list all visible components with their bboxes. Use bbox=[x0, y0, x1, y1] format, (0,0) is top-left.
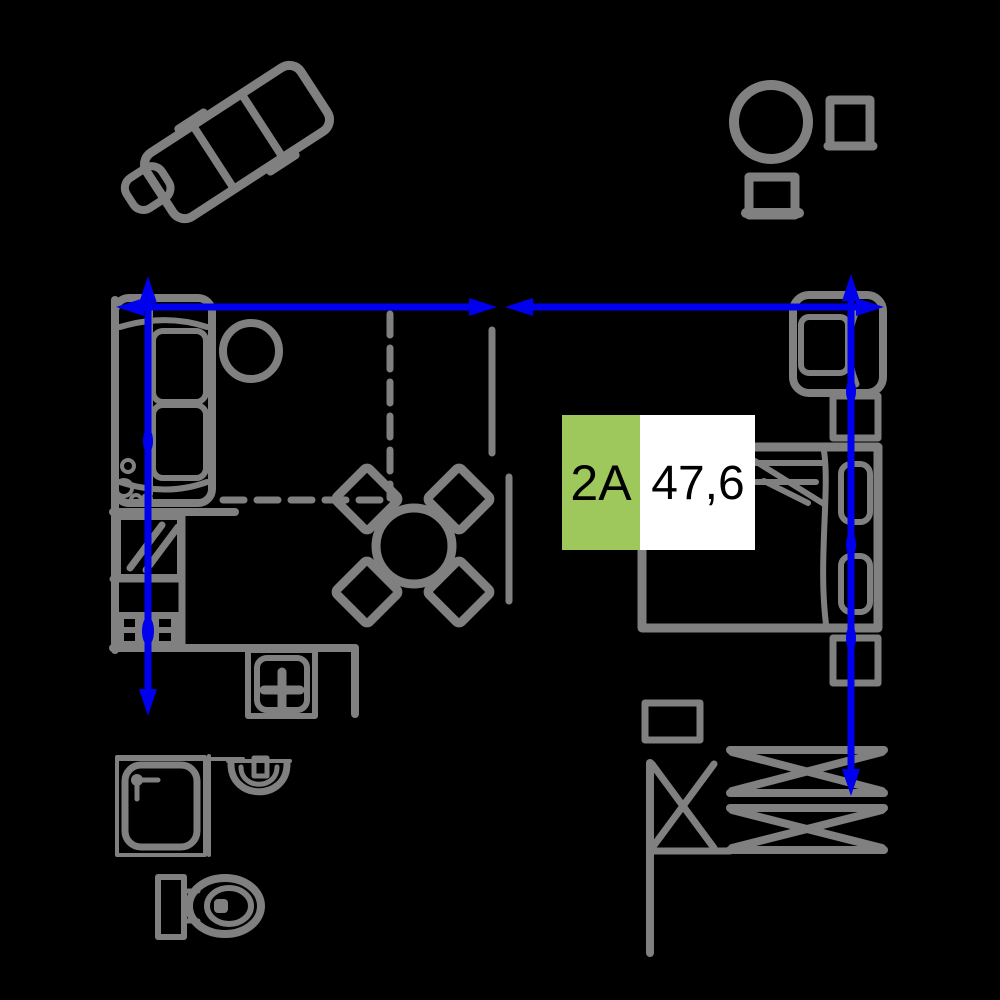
nightstand-symbol bbox=[829, 634, 882, 687]
washbasin-symbol bbox=[226, 755, 292, 796]
side-table-set-symbol bbox=[729, 80, 878, 220]
unit-label[interactable]: 2A 47,6 bbox=[562, 415, 755, 550]
arrow-left-icon bbox=[505, 298, 533, 316]
door-swing-symbol bbox=[646, 759, 734, 957]
room-divider-dashed bbox=[219, 310, 399, 504]
arrow-left-icon bbox=[116, 298, 144, 316]
arrow-up-icon bbox=[139, 276, 157, 303]
unit-area-badge bbox=[640, 415, 755, 550]
kitchen-sink-symbol bbox=[245, 647, 318, 719]
unit-code-text: 2A bbox=[570, 455, 632, 511]
unit-area-text: 47,6 bbox=[651, 457, 744, 510]
nightstand-symbol bbox=[829, 392, 882, 442]
dimension-lines bbox=[116, 274, 884, 796]
arrow-right-icon bbox=[856, 298, 884, 316]
arrow-down-icon bbox=[842, 769, 860, 796]
shower-symbol bbox=[115, 754, 245, 857]
coffee-table-symbol bbox=[219, 319, 283, 383]
toilet-symbol bbox=[155, 874, 265, 940]
unit-code-badge bbox=[562, 415, 640, 550]
dining-set-symbol bbox=[331, 463, 495, 628]
arrow-down-icon bbox=[139, 689, 157, 716]
stool-symbol bbox=[641, 699, 704, 744]
arrow-right-icon bbox=[469, 298, 497, 316]
arrow-up-icon bbox=[842, 274, 860, 301]
bed-symbol bbox=[637, 442, 883, 633]
lounger-symbol bbox=[120, 60, 334, 224]
sofa-symbol bbox=[111, 294, 216, 507]
wardrobe-symbol bbox=[726, 746, 888, 854]
